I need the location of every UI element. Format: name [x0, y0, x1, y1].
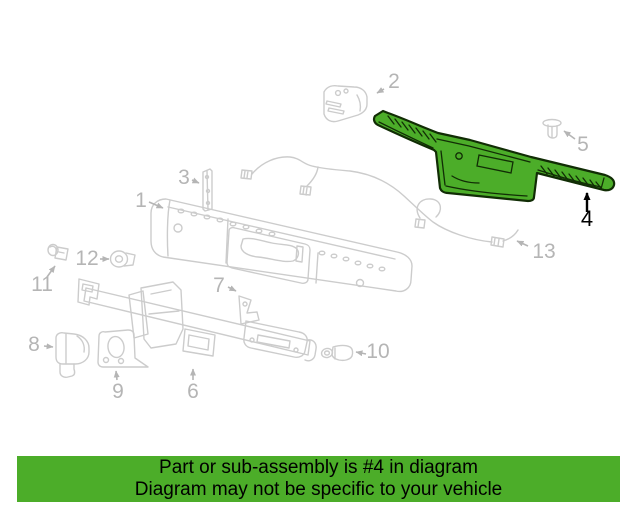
callout-4: 4	[581, 206, 593, 231]
callout-10: 10	[366, 340, 389, 363]
part-10-artwork	[320, 344, 354, 362]
banner-line2: Diagram may not be specific to your vehi…	[134, 479, 503, 500]
callout-11: 11	[31, 273, 53, 296]
highlighted-callout-4: 4	[581, 192, 593, 231]
callout-arrows	[43, 87, 576, 381]
part-5-artwork	[542, 118, 562, 139]
callout-2: 2	[388, 70, 400, 93]
part-3-artwork	[202, 168, 213, 212]
diagram-line-art	[47, 84, 562, 378]
callout-1: 1	[135, 189, 147, 212]
callout-7: 7	[213, 274, 225, 297]
callout-9: 9	[112, 380, 124, 403]
callout-5: 5	[577, 133, 589, 156]
banner-line1: Part or sub-assembly is #4 in diagram	[159, 457, 478, 478]
part-7-artwork	[238, 295, 260, 325]
part-4-detail-lines	[378, 115, 605, 197]
wiring-harness-artwork	[240, 156, 519, 248]
part-6-artwork	[77, 278, 317, 362]
highlighted-part-4	[372, 109, 616, 203]
part-11-artwork	[47, 243, 69, 261]
highlight-banner: Part or sub-assembly is #4 in diagram Di…	[17, 456, 620, 502]
callout-12: 12	[75, 247, 98, 270]
part-9-artwork	[97, 329, 149, 368]
callout-13: 13	[532, 240, 555, 263]
callout-8: 8	[28, 333, 40, 356]
part-8-artwork	[55, 332, 90, 378]
part-4-silhouette	[372, 109, 616, 203]
callout-6: 6	[187, 380, 199, 403]
part-12-artwork	[109, 250, 136, 268]
callout-3: 3	[178, 166, 190, 189]
callout-labels: 1 2 3 5 6 7 8 9 10 11 12 13	[28, 70, 589, 403]
part-2-artwork	[323, 84, 368, 123]
part-1-artwork	[150, 198, 413, 293]
